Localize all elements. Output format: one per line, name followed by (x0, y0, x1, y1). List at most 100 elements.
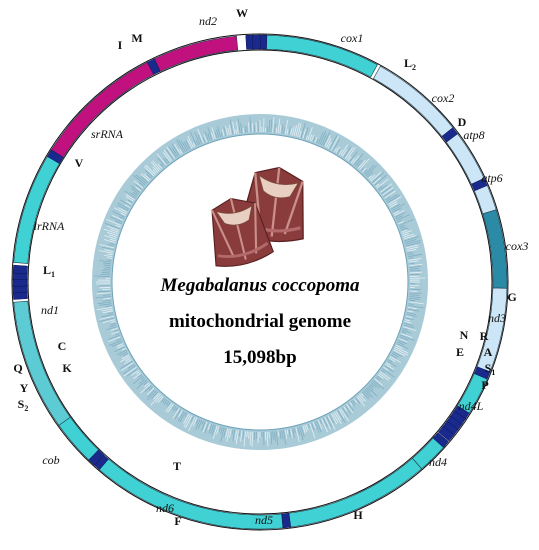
gc-tick (405, 244, 419, 249)
gc-tick (346, 404, 354, 414)
gc-tick (390, 354, 398, 359)
gc-tick (380, 371, 391, 380)
gc-tick (106, 231, 118, 237)
gc-tick (235, 430, 239, 445)
gc-tick (201, 420, 204, 425)
gc-tick (311, 134, 315, 142)
trna-label-H: H (353, 508, 363, 522)
gc-tick (370, 382, 377, 389)
gc-tick (321, 134, 327, 146)
gc-tick (95, 296, 111, 299)
gc-tick (312, 137, 316, 142)
gc-tick (347, 156, 352, 161)
gc-tick (102, 246, 114, 251)
gc-tick (244, 126, 246, 133)
gc-tick (393, 210, 400, 215)
gc-tick (106, 259, 112, 261)
gc-tick (183, 141, 190, 151)
gene-label-nd2: nd2 (199, 14, 217, 28)
gc-tick (165, 149, 174, 160)
gene-labels: nd2cox1cox2atp8atp6cox3nd3nd4Lnd4nd5nd6c… (13, 6, 528, 528)
gc-tick (113, 207, 127, 215)
gc-tick (107, 244, 115, 247)
gc-tick (360, 167, 365, 172)
gc-tick (197, 134, 203, 144)
gc-tick (406, 313, 417, 318)
gc-tick (225, 428, 229, 438)
gc-tick (188, 417, 196, 432)
gc-tick (406, 246, 419, 251)
gc-tick (178, 139, 186, 152)
gc-tick (240, 122, 243, 134)
gc-tick (106, 257, 112, 259)
gc-tick (277, 118, 281, 134)
gc-tick (140, 383, 151, 394)
gc-tick (105, 326, 117, 331)
gc-tick (353, 153, 364, 166)
gc-tick (377, 185, 383, 190)
gc-tick (201, 421, 206, 431)
gc-tick (409, 288, 421, 291)
gc-tick (272, 431, 274, 440)
gc-tick (283, 127, 285, 134)
gc-tick (135, 186, 142, 192)
gc-tick (103, 268, 111, 270)
gc-tick (228, 125, 232, 135)
gc-tick (187, 139, 193, 149)
gc-tick (357, 395, 364, 402)
gc-tick (347, 403, 354, 412)
gc-tick (352, 155, 360, 165)
gc-tick (407, 310, 414, 313)
gc-tick (152, 166, 159, 173)
gc-tick (399, 224, 405, 228)
trna-label-W: W (236, 6, 248, 20)
gc-tick (208, 423, 213, 434)
gc-tick (143, 173, 151, 181)
trna-label-K: K (62, 361, 72, 375)
gc-tick (117, 349, 127, 356)
gc-tick (157, 163, 163, 169)
gc-tick (363, 390, 370, 398)
gc-tick (102, 270, 111, 272)
gc-tick (316, 420, 322, 433)
gene-label-srRNA: srRNA (91, 127, 124, 141)
gc-tick (295, 122, 300, 137)
gc-tick (110, 228, 119, 233)
gc-tick (293, 427, 296, 434)
gc-tick (102, 294, 111, 296)
gc-tick (103, 239, 116, 243)
gc-tick (179, 148, 183, 154)
gc-tick (312, 422, 316, 429)
gc-tick (195, 140, 199, 146)
gc-tick (375, 183, 380, 187)
gc-tick (405, 319, 411, 322)
gc-tick (114, 346, 125, 353)
gc-tick (195, 419, 201, 431)
gc-tick (115, 333, 120, 336)
gc-tick (408, 262, 415, 265)
gc-tick (300, 122, 306, 138)
gc-tick (108, 334, 120, 340)
gc-tick (175, 139, 185, 153)
gc-tick (409, 271, 423, 274)
gc-tick (266, 431, 269, 447)
gc-tick (332, 138, 341, 152)
gc-tick (135, 174, 147, 185)
gc-tick (409, 297, 420, 300)
gc-tick (369, 174, 376, 181)
gc-tick (408, 260, 419, 263)
gc-tick (317, 132, 324, 144)
gc-tick (363, 169, 368, 174)
gc-tick (104, 266, 111, 268)
gc-tick (144, 166, 155, 177)
gc-tick (124, 190, 136, 199)
gc-tick (349, 402, 353, 407)
gc-tick (146, 174, 152, 179)
gc-tick (382, 187, 394, 196)
gc-tick (121, 354, 130, 360)
gene-label-nd1: nd1 (41, 303, 59, 317)
gc-tick (370, 171, 382, 182)
gc-tick (136, 379, 147, 389)
gc-tick (355, 159, 361, 167)
gc-tick (327, 141, 332, 149)
